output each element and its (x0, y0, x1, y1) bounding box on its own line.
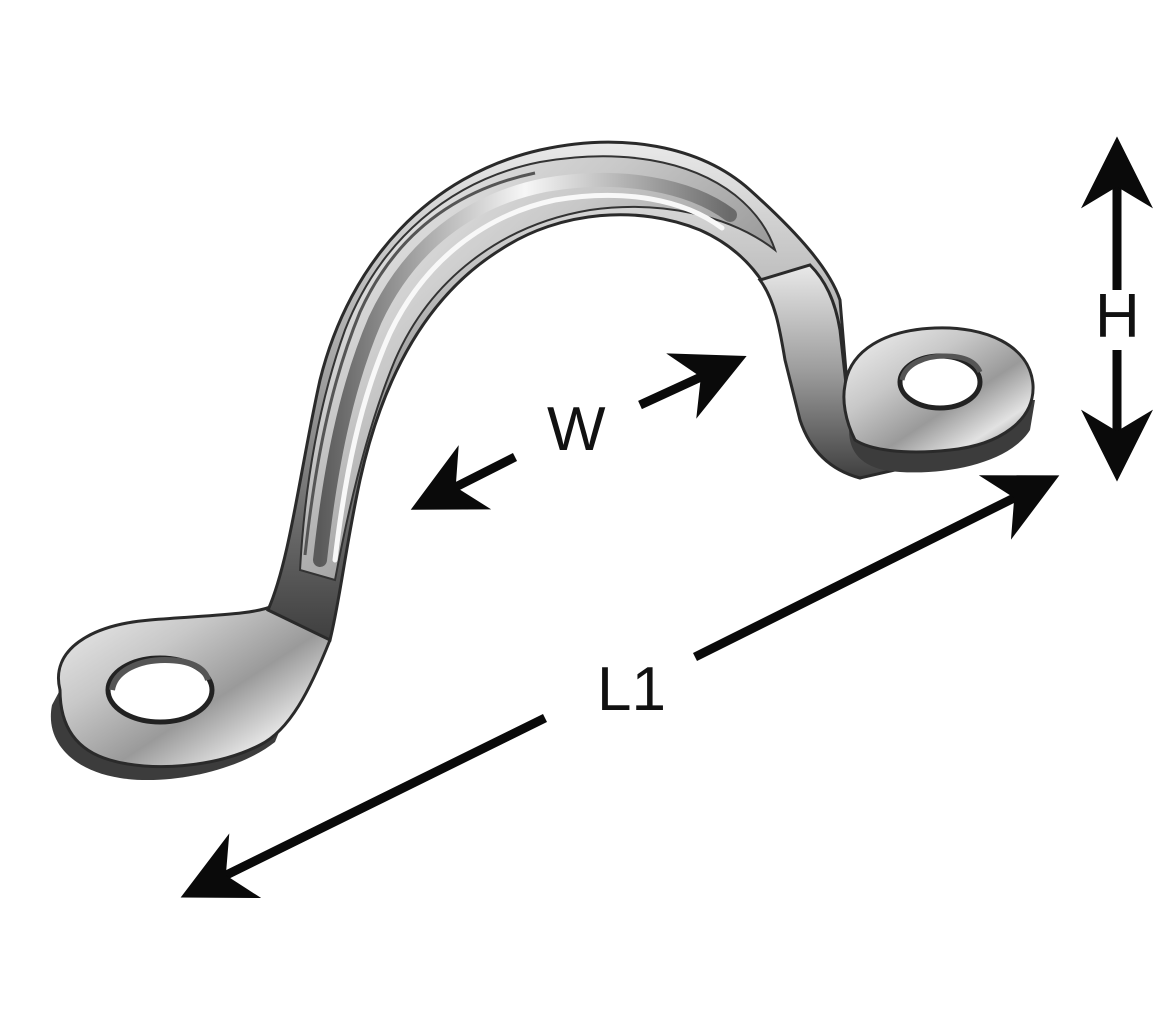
length-arrow-left (180, 713, 547, 899)
length-arrow-right (692, 475, 1060, 662)
width-arrow-right (638, 353, 747, 419)
strap-eye-icon (50, 140, 1035, 781)
height-label: H (1095, 282, 1140, 351)
width-arrow-left (410, 445, 518, 510)
length-label: L1 (597, 655, 666, 724)
right-leg (757, 263, 901, 480)
width-label: W (547, 395, 606, 464)
arch-groove (313, 172, 737, 567)
dimension-arrows (180, 136, 1153, 899)
